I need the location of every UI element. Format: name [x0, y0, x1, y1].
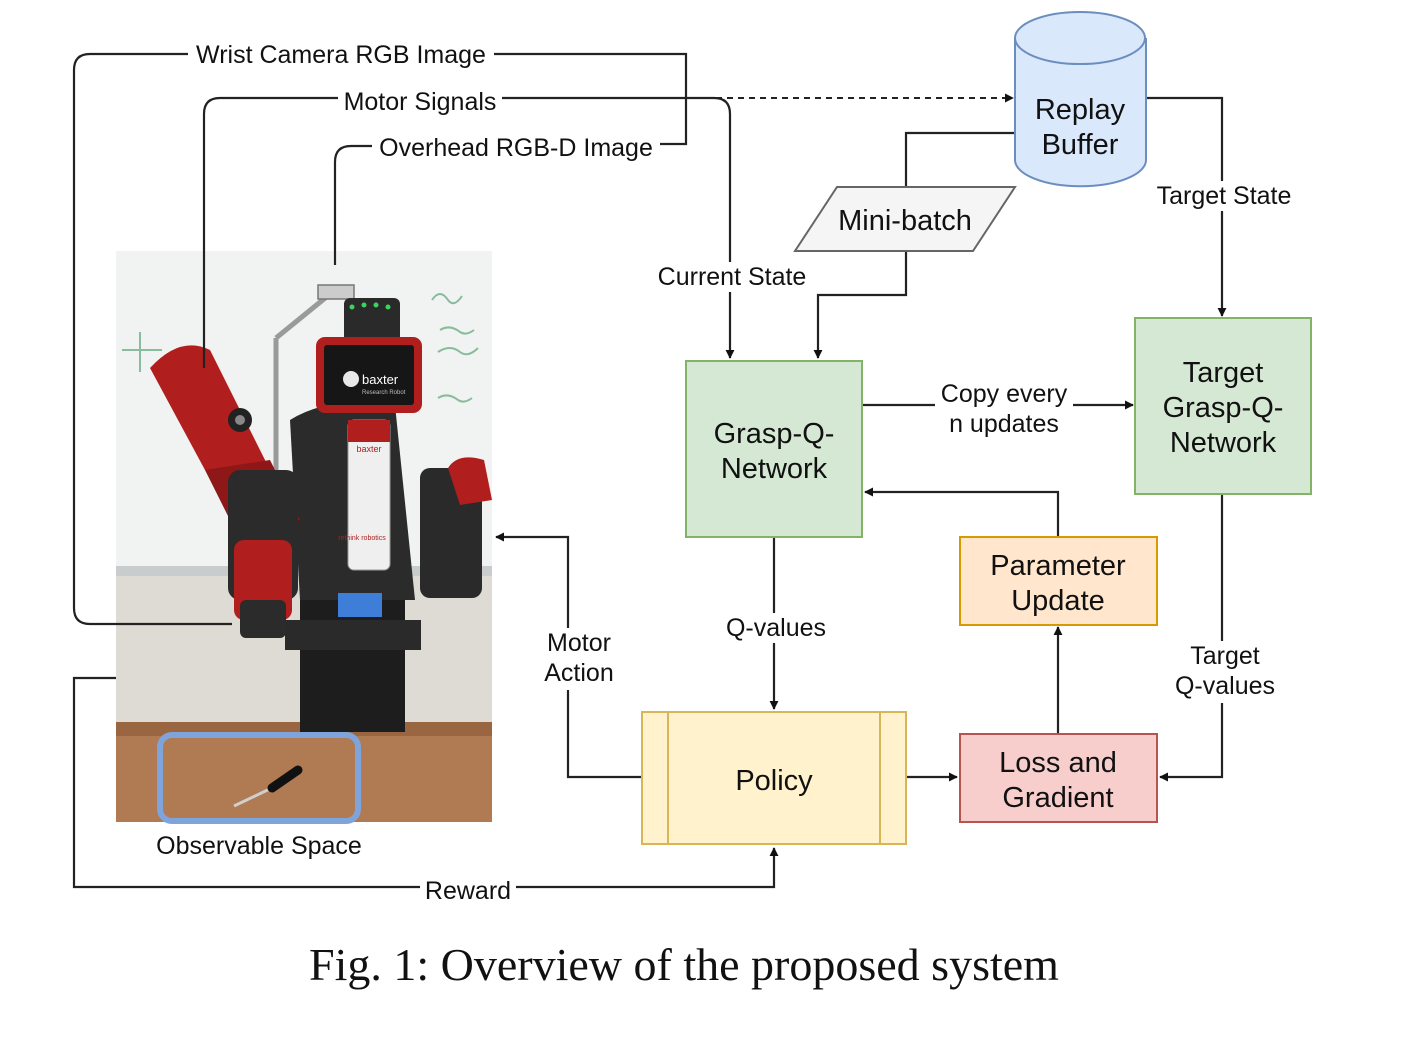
target-state-label: Target State	[1157, 182, 1292, 210]
q-values-label: Q-values	[726, 614, 826, 642]
observable-space-label: Observable Space	[156, 832, 362, 860]
target-network-node: Target Grasp-Q- Network	[1134, 317, 1312, 495]
connectors	[72, 52, 1227, 889]
screen-subtitle-text: Research Robot	[362, 390, 406, 396]
edge-labels: Wrist Camera RGB Image Motor Signals Ove…	[188, 40, 1298, 905]
grasp-q-network-label-line2: Network	[721, 453, 828, 485]
parameter-update-node: Parameter Update	[959, 536, 1158, 626]
mini-batch-label: Mini-batch	[838, 205, 972, 237]
copy-updates-label-line2: n updates	[949, 410, 1059, 438]
copy-updates-label-line1: Copy every	[941, 380, 1068, 408]
wrist-camera-label: Wrist Camera RGB Image	[196, 41, 486, 69]
observable-space-frame	[157, 732, 361, 824]
replay-buffer-node: Replay Buffer	[1014, 11, 1147, 188]
target-network-label-line1: Target	[1183, 357, 1264, 389]
grasp-q-network-label-line1: Grasp-Q-	[714, 418, 835, 450]
parameter-update-label-line2: Update	[1011, 585, 1105, 617]
current-state-label: Current State	[658, 263, 807, 291]
policy-node: Policy	[641, 711, 907, 845]
policy-label: Policy	[735, 765, 813, 797]
target-q-values-label-line1: Target	[1190, 642, 1260, 670]
overhead-image-label: Overhead RGB-D Image	[379, 134, 653, 162]
grasp-q-network-node: Grasp-Q- Network	[685, 360, 863, 538]
reward-label: Reward	[425, 877, 511, 905]
target-network-label-line3: Network	[1170, 427, 1277, 459]
target-network-label-line2: Grasp-Q-	[1163, 392, 1284, 424]
motor-signals-label: Motor Signals	[344, 88, 497, 116]
robot-photo: baxter rethink robotics baxter Research …	[116, 251, 492, 824]
loss-gradient-node: Loss and Gradient	[959, 733, 1158, 823]
figure-caption: Fig. 1: Overview of the proposed system	[309, 939, 1059, 990]
motor-action-label-line1: Motor	[547, 629, 611, 657]
target-q-values-label-line2: Q-values	[1175, 672, 1275, 700]
torso-brand-text: baxter	[356, 444, 381, 454]
torso-maker-text: rethink robotics	[338, 535, 386, 542]
loss-gradient-label-line2: Gradient	[1002, 782, 1113, 814]
parameter-update-label-line1: Parameter	[990, 550, 1126, 582]
screen-brand-text: baxter	[362, 372, 399, 387]
motor-action-label-line2: Action	[544, 659, 613, 687]
replay-buffer-label-line1: Replay	[1035, 94, 1126, 126]
loss-gradient-label-line1: Loss and	[999, 747, 1117, 779]
mini-batch-node: Mini-batch	[793, 186, 1017, 252]
replay-buffer-label-line2: Buffer	[1042, 129, 1119, 161]
